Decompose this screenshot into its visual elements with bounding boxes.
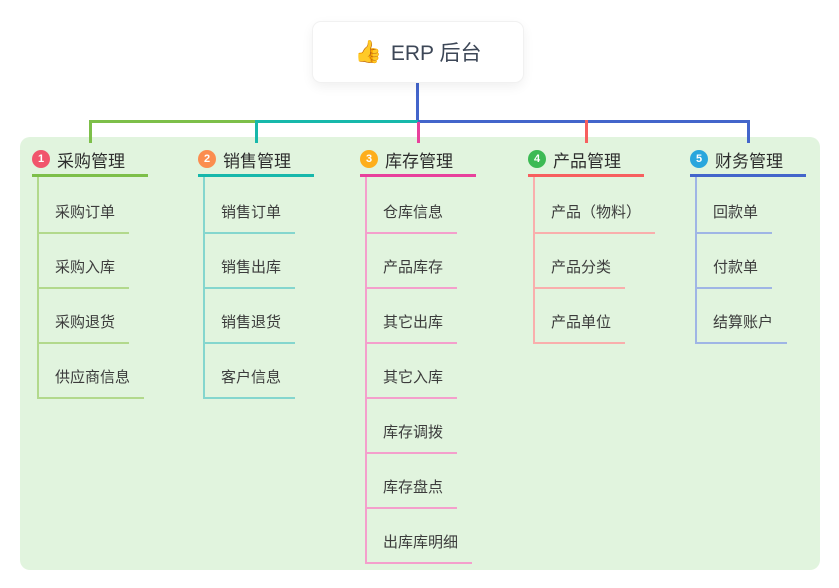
branch-underline: [690, 174, 806, 177]
root-node[interactable]: 👍 ERP 后台: [313, 22, 523, 82]
branch-number-badge: 4: [528, 150, 546, 168]
leaf-node[interactable]: 销售退货: [203, 312, 296, 344]
leaf-node[interactable]: 销售出库: [203, 257, 296, 289]
branch-trunk-line: [695, 177, 697, 344]
leaf-node[interactable]: 采购订单: [37, 202, 130, 234]
leaf-node[interactable]: 供应商信息: [37, 367, 145, 399]
branch-sales-management: 2 销售管理 销售订单 销售出库 销售退货 客户信息: [198, 148, 348, 399]
branch-title-label: 采购管理: [57, 151, 125, 171]
leaf-node[interactable]: 出库库明细: [365, 532, 473, 564]
connector-rail-purchase: [90, 120, 256, 123]
leaf-node[interactable]: 其它入库: [365, 367, 458, 399]
branch-title-product[interactable]: 4 产品管理: [528, 148, 678, 171]
leaf-node[interactable]: 采购退货: [37, 312, 130, 344]
branch-product-management: 4 产品管理 产品（物料） 产品分类 产品单位: [528, 148, 678, 344]
branch-title-label: 销售管理: [223, 151, 291, 171]
branch-number-badge: 1: [32, 150, 50, 168]
branches-panel: [20, 137, 820, 570]
branch-underline: [360, 174, 476, 177]
leaf-node[interactable]: 产品库存: [365, 257, 458, 289]
branch-title-purchase[interactable]: 1 采购管理: [32, 148, 182, 171]
branch-trunk-line: [533, 177, 535, 344]
connector-drop-sales: [255, 120, 258, 143]
branch-underline: [198, 174, 314, 177]
branch-underline: [32, 174, 148, 177]
connector-drop-product: [585, 120, 588, 143]
branch-finance-management: 5 财务管理 回款单 付款单 结算账户: [690, 148, 839, 344]
branch-title-label: 财务管理: [715, 151, 783, 171]
branch-title-label: 产品管理: [553, 151, 621, 171]
leaf-node[interactable]: 产品单位: [533, 312, 626, 344]
leaf-node[interactable]: 回款单: [695, 202, 773, 234]
connector-root-stem: [416, 82, 419, 122]
connector-drop-purchase: [89, 120, 92, 143]
connector-rail-finance: [418, 120, 749, 123]
leaf-node[interactable]: 付款单: [695, 257, 773, 289]
branch-underline: [528, 174, 644, 177]
leaf-node[interactable]: 客户信息: [203, 367, 296, 399]
leaf-node[interactable]: 结算账户: [695, 312, 788, 344]
leaf-node[interactable]: 产品分类: [533, 257, 626, 289]
connector-drop-finance: [747, 120, 750, 143]
leaf-node[interactable]: 产品（物料）: [533, 202, 656, 234]
root-title: ERP 后台: [390, 42, 482, 65]
branch-purchase-management: 1 采购管理 采购订单 采购入库 采购退货 供应商信息: [32, 148, 182, 399]
leaf-node[interactable]: 库存调拨: [365, 422, 458, 454]
leaf-node[interactable]: 仓库信息: [365, 202, 458, 234]
leaf-node[interactable]: 其它出库: [365, 312, 458, 344]
branch-title-sales[interactable]: 2 销售管理: [198, 148, 348, 171]
connector-drop-inventory: [417, 122, 420, 143]
leaf-node[interactable]: 销售订单: [203, 202, 296, 234]
branch-number-badge: 3: [360, 150, 378, 168]
leaf-node[interactable]: 库存盘点: [365, 477, 458, 509]
connector-rail-sales: [256, 120, 418, 123]
branch-title-label: 库存管理: [385, 151, 453, 171]
thumbs-up-icon: 👍: [354, 39, 382, 64]
branch-trunk-line: [365, 177, 367, 564]
branch-number-badge: 5: [690, 150, 708, 168]
branch-title-inventory[interactable]: 3 库存管理: [360, 148, 510, 171]
branch-number-badge: 2: [198, 150, 216, 168]
branch-inventory-management: 3 库存管理 仓库信息 产品库存 其它出库 其它入库 库存调拨 库存盘点 出库库…: [360, 148, 510, 564]
branch-title-finance[interactable]: 5 财务管理: [690, 148, 839, 171]
leaf-node[interactable]: 采购入库: [37, 257, 130, 289]
